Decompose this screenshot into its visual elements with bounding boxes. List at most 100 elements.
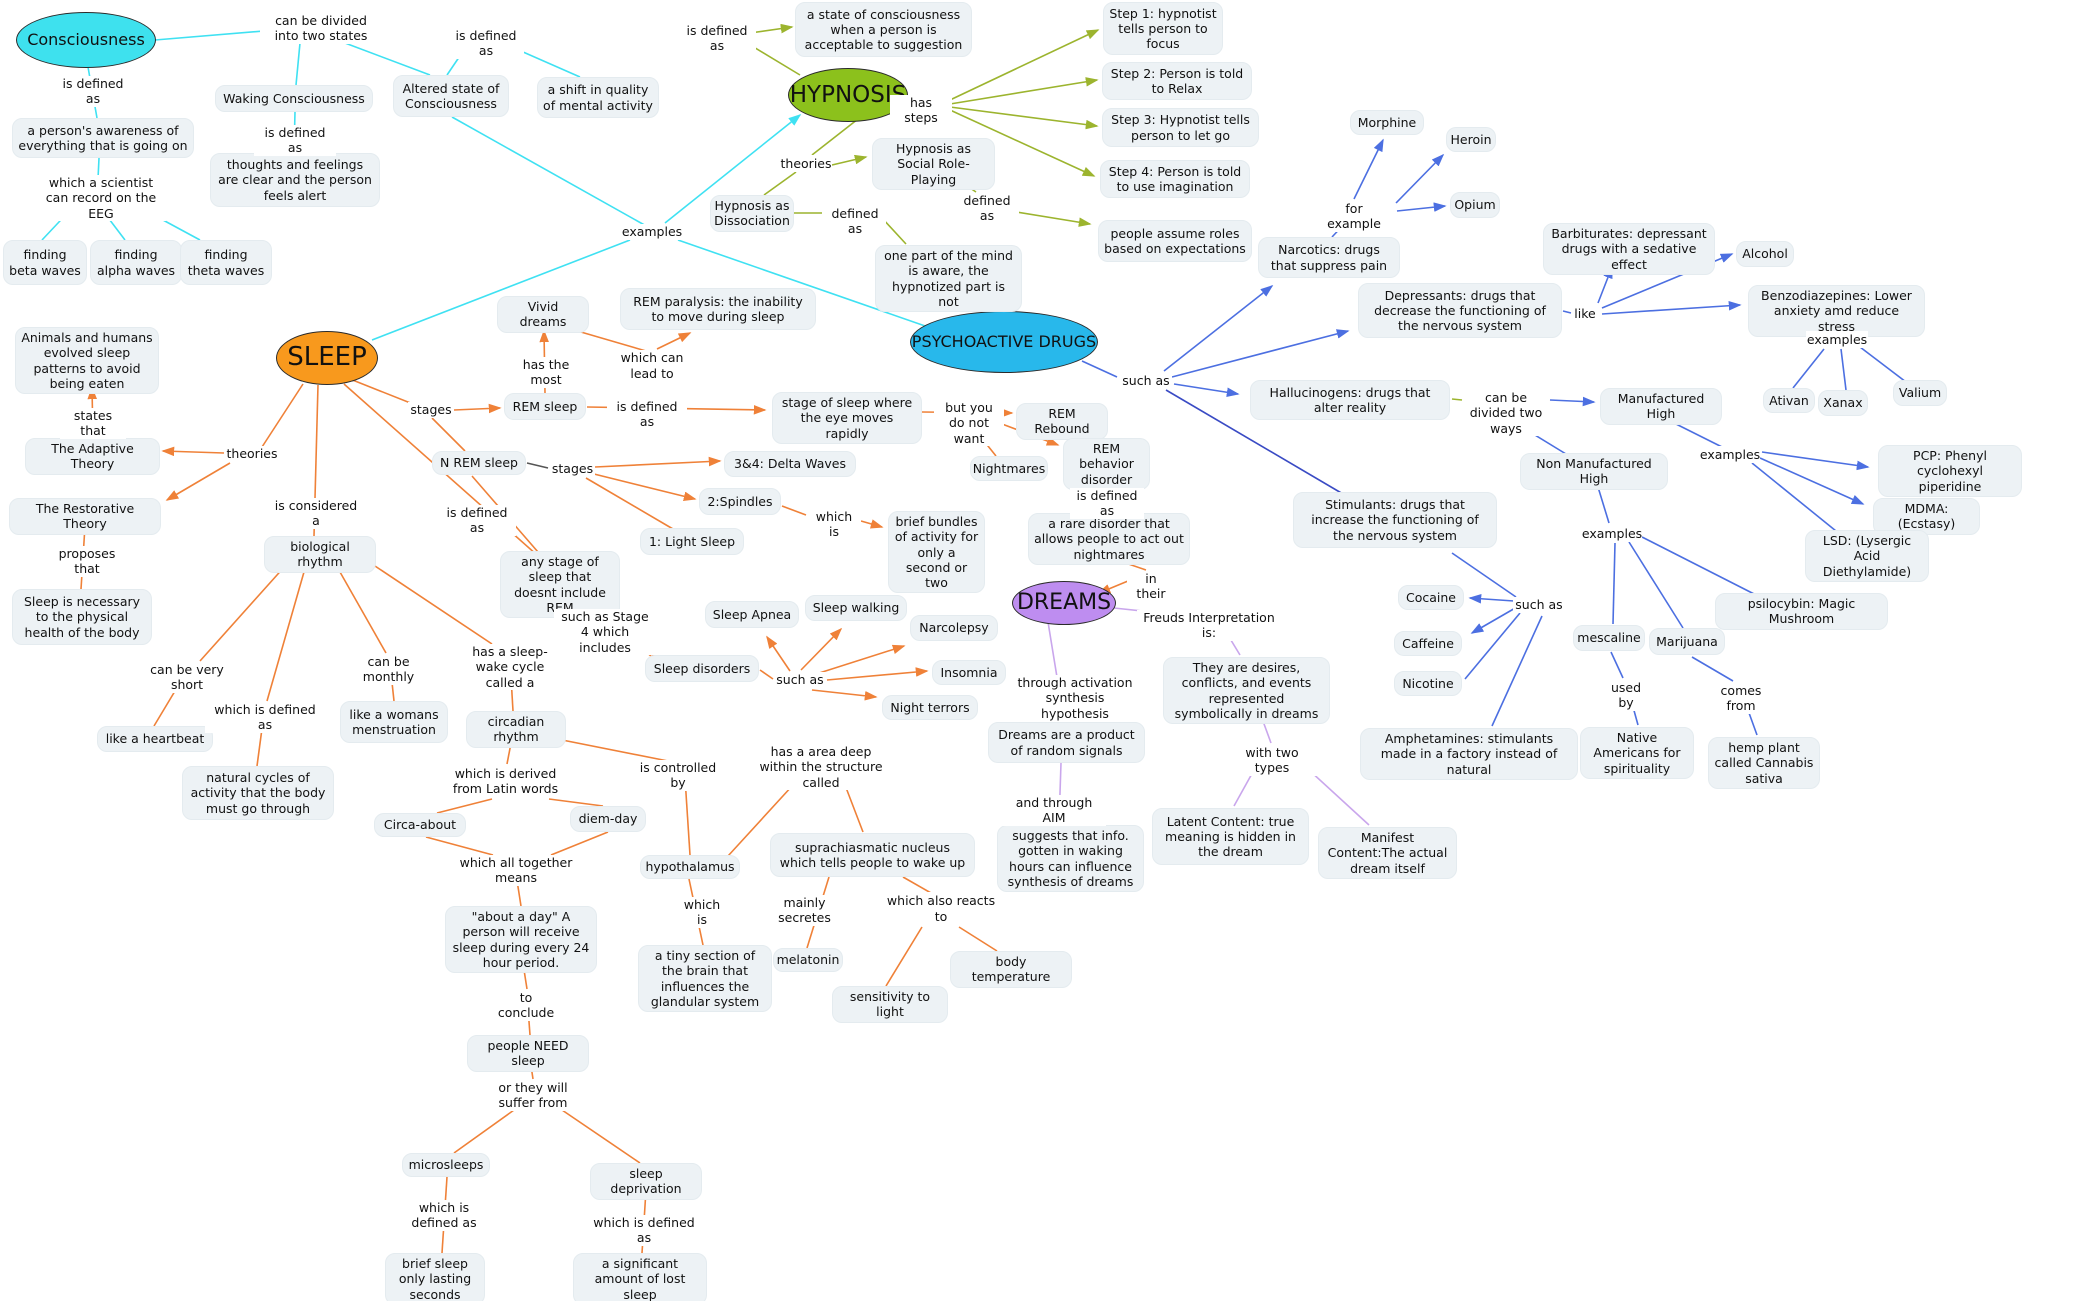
label-can-be-divided-two-ways[interactable]: can be divided two ways <box>1464 390 1548 436</box>
box-sleep-walking[interactable]: Sleep walking <box>805 595 907 621</box>
box-one-part-mind-aware[interactable]: one part of the mind is aware, the hypno… <box>875 245 1022 312</box>
concept-psychoactive-drugs[interactable]: PSYCHOACTIVE DRUGS <box>910 311 1098 373</box>
box-opium[interactable]: Opium <box>1450 192 1500 218</box>
label-is-defined-as-rem-behavior[interactable]: is defined as <box>1070 488 1144 519</box>
label-and-through-aim[interactable]: and through AIM <box>1002 795 1106 826</box>
label-proposes-that[interactable]: proposes that <box>46 546 128 577</box>
label-is-defined-as-nrem[interactable]: is defined as <box>438 505 516 536</box>
box-shift-quality-mental[interactable]: a shift in quality of mental activity <box>537 77 659 118</box>
box-marijuana[interactable]: Marijuana <box>1649 628 1725 655</box>
box-finding-beta-waves[interactable]: finding beta waves <box>3 240 87 285</box>
box-biological-rhythm[interactable]: biological rhythm <box>264 536 376 573</box>
label-is-defined-as-waking[interactable]: is defined as <box>254 125 336 156</box>
box-morphine[interactable]: Morphine <box>1350 110 1424 135</box>
box-persons-awareness[interactable]: a person's awareness of everything that … <box>12 118 194 158</box>
label-examples-nonmanufactured[interactable]: examples <box>1581 525 1643 542</box>
box-spindles[interactable]: 2:Spindles <box>699 488 781 515</box>
label-such-as-disorders[interactable]: such as <box>774 672 826 688</box>
box-sleep-deprivation[interactable]: sleep deprivation <box>590 1163 702 1200</box>
box-desires-conflicts[interactable]: They are desires, conflicts, and events … <box>1163 657 1330 724</box>
label-is-defined-as-altered[interactable]: is defined as <box>448 28 524 59</box>
label-theories-sleep[interactable]: theories <box>226 446 278 462</box>
box-delta-waves[interactable]: 3&4: Delta Waves <box>724 451 856 477</box>
label-examples-consciousness[interactable]: examples <box>620 224 684 240</box>
label-examples-benzo[interactable]: examples <box>1806 331 1868 348</box>
box-mdma[interactable]: MDMA:(Ecstasy) <box>1873 498 1980 535</box>
box-womans-menstruation[interactable]: like a womans menstruation <box>340 701 448 743</box>
box-body-temperature[interactable]: body temperature <box>950 951 1072 988</box>
box-finding-alpha-waves[interactable]: finding alpha waves <box>90 240 182 285</box>
label-mainly-secretes[interactable]: mainly secretes <box>757 895 852 926</box>
box-altered-state[interactable]: Altered state of Consciousness <box>393 75 509 117</box>
label-freuds-interpretation[interactable]: Freuds Interpretation is: <box>1137 610 1281 641</box>
label-which-defined-deprivation[interactable]: which is defined as <box>587 1215 701 1246</box>
label-which-is-hypothalamus[interactable]: which is <box>677 897 727 928</box>
box-hypnosis-social-role-playing[interactable]: Hypnosis as Social Role-Playing <box>872 138 995 190</box>
box-sensitivity-to-light[interactable]: sensitivity to light <box>832 986 948 1023</box>
box-vivid-dreams[interactable]: Vivid dreams <box>497 296 589 333</box>
label-such-as-stimulants[interactable]: such as <box>1513 597 1565 613</box>
label-to-conclude[interactable]: to conclude <box>492 990 560 1021</box>
label-which-can-lead-to[interactable]: which can lead to <box>604 350 700 381</box>
box-caffeine[interactable]: Caffeine <box>1394 631 1462 656</box>
label-but-you-do-not-want[interactable]: but you do not want <box>934 400 1004 446</box>
box-brief-bundles[interactable]: brief bundles of activity for only a sec… <box>888 511 985 594</box>
box-finding-theta-waves[interactable]: finding theta waves <box>180 240 272 285</box>
concept-dreams[interactable]: DREAMS <box>1012 581 1116 625</box>
label-such-as-psychoactive[interactable]: such as <box>1120 373 1172 389</box>
label-is-considered-a[interactable]: is considered a <box>270 498 362 529</box>
box-xanax[interactable]: Xanax <box>1818 390 1868 416</box>
box-people-need-sleep[interactable]: people NEED sleep <box>467 1035 589 1072</box>
box-thoughts-clear-alert[interactable]: thoughts and feelings are clear and the … <box>210 153 380 207</box>
box-pcp[interactable]: PCP: Phenyl cyclohexyl piperidine <box>1878 445 2022 497</box>
label-can-be-divided-two-states[interactable]: can be divided into two states <box>260 13 382 44</box>
label-is-controlled-by[interactable]: is controlled by <box>630 760 726 791</box>
label-has-the-most[interactable]: has the most <box>504 357 588 388</box>
label-with-two-types[interactable]: with two types <box>1227 745 1317 776</box>
label-such-as-stage4[interactable]: such as Stage 4 which includes <box>554 609 656 655</box>
concept-consciousness[interactable]: Consciousness <box>16 12 156 68</box>
label-or-they-will-suffer[interactable]: or they will suffer from <box>480 1080 586 1111</box>
box-circa-about[interactable]: Circa-about <box>374 813 466 837</box>
box-heroin[interactable]: Heroin <box>1446 127 1496 152</box>
label-can-be-very-short[interactable]: can be very short <box>132 662 242 693</box>
box-sleep-disorders[interactable]: Sleep disorders <box>645 655 759 682</box>
label-is-defined-as-consciousness[interactable]: is defined as <box>52 76 134 107</box>
box-hallucinogens[interactable]: Hallucinogens: drugs that alter reality <box>1250 380 1450 420</box>
box-brief-sleep-seconds[interactable]: brief sleep only lasting seconds <box>385 1253 485 1301</box>
box-step2[interactable]: Step 2: Person is told to Relax <box>1102 62 1252 100</box>
box-hypnosis-dissociation[interactable]: Hypnosis as Dissociation <box>710 195 794 232</box>
label-has-steps[interactable]: has steps <box>890 95 952 126</box>
box-restorative-theory[interactable]: The Restorative Theory <box>9 498 161 535</box>
box-step4[interactable]: Step 4: Person is told to use imaginatio… <box>1100 160 1250 198</box>
label-has-area-deep[interactable]: has a area deep within the structure cal… <box>757 744 885 790</box>
box-native-americans[interactable]: Native Americans for spirituality <box>1580 727 1694 779</box>
label-through-activation[interactable]: through activation synthesis hypothesis <box>1012 675 1138 721</box>
box-ativan[interactable]: Ativan <box>1763 388 1815 413</box>
label-states-that[interactable]: states that <box>60 408 126 439</box>
box-microsleeps[interactable]: microsleeps <box>402 1153 490 1177</box>
box-animals-humans-evolved[interactable]: Animals and humans evolved sleep pattern… <box>15 327 159 394</box>
box-lsd[interactable]: LSD: (Lysergic Acid Diethylamide) <box>1805 530 1929 582</box>
label-can-be-monthly[interactable]: can be monthly <box>340 654 437 685</box>
box-psilocybin[interactable]: psilocybin: Magic Mushroom <box>1715 593 1888 630</box>
box-stimulants[interactable]: Stimulants: drugs that increase the func… <box>1293 492 1497 548</box>
label-which-is-defined-as-short[interactable]: which is defined as <box>205 702 325 733</box>
label-stages-sleep[interactable]: stages <box>408 402 454 418</box>
box-significant-lost-sleep[interactable]: a significant amount of lost sleep <box>573 1253 707 1301</box>
label-comes-from[interactable]: comes from <box>1704 683 1778 714</box>
label-examples-manufactured[interactable]: examples <box>1699 446 1761 463</box>
box-like-a-heartbeat[interactable]: like a heartbeat <box>97 726 213 752</box>
label-defined-as-dissociation[interactable]: defined as <box>824 206 886 237</box>
label-for-example[interactable]: for example <box>1315 201 1393 232</box>
box-light-sleep[interactable]: 1: Light Sleep <box>640 528 744 555</box>
box-n-rem-sleep[interactable]: N REM sleep <box>432 451 526 475</box>
box-step1[interactable]: Step 1: hypnotist tells person to focus <box>1103 2 1223 55</box>
box-step3[interactable]: Step 3: Hypnotist tells person to let go <box>1102 108 1259 147</box>
label-in-their[interactable]: in their <box>1127 571 1175 602</box>
box-rem-paralysis[interactable]: REM paralysis: the inability to move dur… <box>620 288 816 330</box>
box-tiny-section-brain[interactable]: a tiny section of the brain that influen… <box>638 945 772 1012</box>
label-which-defined-micro[interactable]: which is defined as <box>398 1200 490 1231</box>
box-barbiturates[interactable]: Barbiturates: depressant drugs with a se… <box>1543 223 1715 275</box>
box-rare-disorder[interactable]: a rare disorder that allows people to ac… <box>1028 513 1190 565</box>
